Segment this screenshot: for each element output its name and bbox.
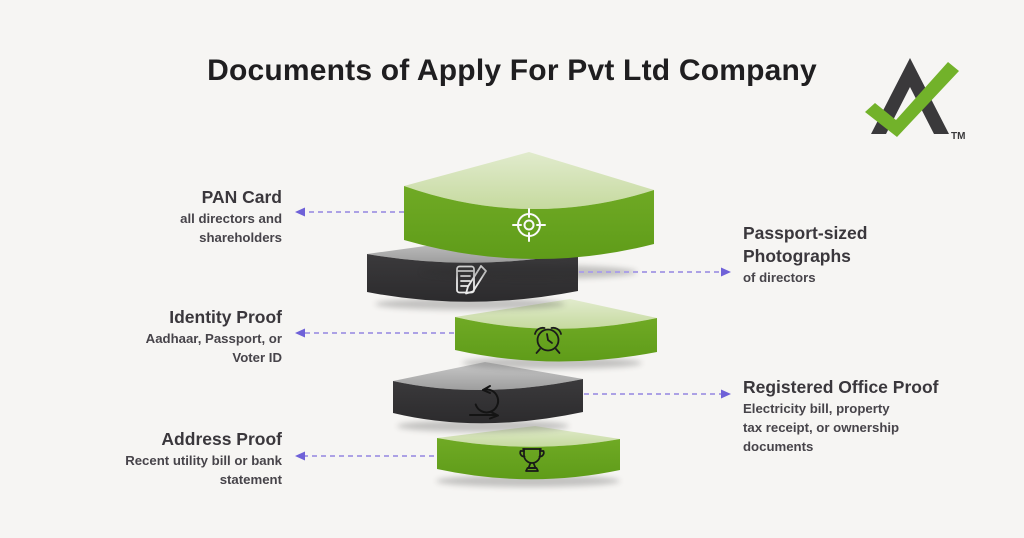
label-pan-card: PAN Card all directors and shareholders [62, 186, 282, 247]
arrow-right-icon [721, 267, 731, 277]
label-title: PAN Card [201, 187, 282, 207]
label-subtitle-line: Recent utility bill or bank [125, 453, 282, 469]
label-subtitle-line: statement [219, 472, 282, 488]
label-subtitle-line: Electricity bill, property [743, 401, 890, 417]
layer5-shadow [436, 475, 620, 487]
page-title: Documents of Apply For Pvt Ltd Company [207, 54, 817, 87]
label-title-line: Passport-sized [743, 223, 868, 243]
arrow-right-icon [721, 389, 731, 399]
label-passport-photos: Passport-sized Photographs of directors [743, 222, 983, 287]
layer4-shadow [397, 420, 569, 432]
label-title-line: Photographs [743, 246, 851, 267]
label-subtitle-line: Aadhaar, Passport, or [145, 331, 282, 347]
label-title: Identity Proof [169, 307, 282, 327]
layer2-shadow [375, 298, 565, 310]
alarm-clock-icon [534, 326, 562, 354]
layer1-shadow [421, 265, 637, 279]
target-icon [512, 208, 546, 242]
stack-layer-4 [393, 362, 583, 424]
label-subtitle-line: Voter ID [232, 350, 282, 366]
stack-layer-1 [404, 152, 654, 260]
label-subtitle-line: of directors [743, 270, 816, 286]
label-office-proof: Registered Office Proof Electricity bill… [743, 376, 983, 456]
trophy-icon [519, 448, 545, 472]
stack-layer-5 [437, 426, 620, 480]
logo-trademark: TM [951, 131, 965, 142]
arrow-left-icon [295, 328, 305, 338]
label-subtitle-line: all directors and [180, 211, 282, 227]
label-subtitle-line: documents [743, 439, 814, 455]
label-identity-proof: Identity Proof Aadhaar, Passport, or Vot… [62, 306, 282, 367]
label-title-line: Registered Office Proof [743, 377, 939, 397]
loop-arrow-icon [469, 385, 500, 420]
label-address-proof: Address Proof Recent utility bill or ban… [62, 428, 282, 489]
brand-logo: TM [865, 58, 965, 142]
logo-check-icon [865, 62, 959, 137]
label-subtitle-line: shareholders [199, 230, 282, 246]
label-subtitle-line: tax receipt, or ownership [743, 420, 900, 436]
arrow-left-icon [295, 207, 305, 217]
label-title: Address Proof [161, 429, 282, 449]
stack-layer-3 [455, 299, 657, 362]
arrow-left-icon [295, 451, 305, 461]
logo-a-mark [871, 58, 949, 134]
